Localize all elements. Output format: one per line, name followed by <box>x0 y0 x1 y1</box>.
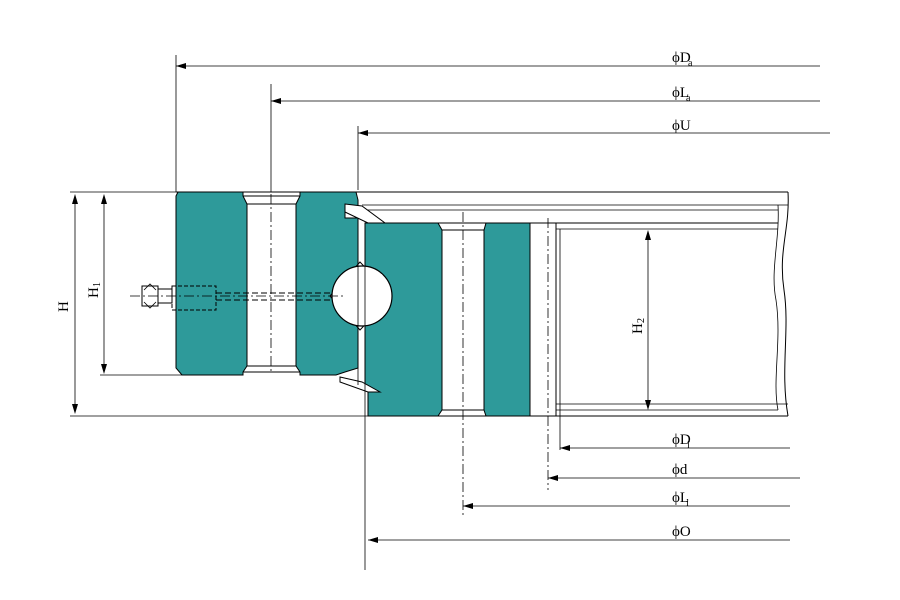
label-Da-sub: a <box>688 58 693 69</box>
label-Di-sub: i <box>687 440 690 451</box>
dim-height-H: H <box>56 191 368 417</box>
dim-outer-bolt-circle-La: ϕL a <box>270 84 820 192</box>
outer-ring <box>175 191 359 376</box>
label-H1-sub: 1 <box>92 282 103 287</box>
dim-U: ϕU <box>357 118 830 190</box>
label-Li: ϕL <box>672 490 689 506</box>
dim-d: ϕd <box>548 462 800 481</box>
label-d: ϕd <box>672 462 688 478</box>
label-La-sub: a <box>686 93 691 104</box>
label-Da: ϕD <box>672 50 691 66</box>
dim-height-H1: H 1 <box>86 194 182 376</box>
label-Li-sub: i <box>686 498 689 509</box>
label-H2-sub: 2 <box>636 318 647 323</box>
label-H2: H <box>630 323 646 334</box>
dim-inner-diameter-Di: ϕD i <box>560 432 790 451</box>
label-La: ϕL <box>672 85 689 101</box>
dim-height-H2: H 2 <box>630 230 651 410</box>
inner-ring <box>356 212 561 515</box>
dim-O: ϕO <box>368 524 790 543</box>
dim-outer-diameter-Da: ϕD a <box>175 50 820 192</box>
dim-inner-bolt-circle-Li: ϕL i <box>463 490 790 509</box>
housing-outline <box>176 191 789 417</box>
label-H1: H <box>86 287 102 298</box>
label-H: H <box>56 301 72 312</box>
bolt-assembly <box>130 283 345 311</box>
label-O: ϕO <box>672 524 691 540</box>
label-Di: ϕD <box>672 432 691 448</box>
label-U: ϕU <box>672 118 691 134</box>
